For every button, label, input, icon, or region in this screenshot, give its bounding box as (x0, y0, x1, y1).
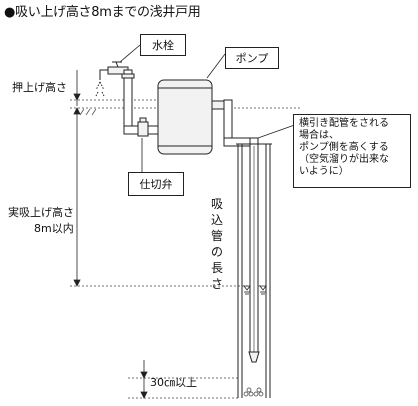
note-line: いように） (299, 166, 349, 177)
faucet-label: 水栓 (140, 34, 186, 56)
arrow-down-icon (73, 93, 81, 101)
pipe-length-label: 吸 込 管 の 長 さ (210, 196, 224, 292)
suction-height-label: 実吸上げ高さ (8, 206, 74, 219)
well-bottom-gravel (243, 387, 264, 397)
pipe-length-char: 吸 (210, 197, 223, 211)
horizontal-piping-note: 横引き配管をされる 場合は、 ポンプ側を高くする （空気溜りが出来な いように） (293, 114, 411, 188)
valve-label: 仕切弁 (128, 172, 184, 196)
suction-height-limit: 8m以内 (34, 222, 74, 235)
arrow-down-icon (140, 391, 148, 399)
note-line: 場合は、 (299, 130, 339, 141)
note-line: ポンプ側を高くする (299, 142, 389, 153)
arrow-down-icon (140, 371, 148, 379)
foot-valve (248, 351, 260, 363)
pipe-length-char: 込 (210, 213, 223, 227)
pipe-length-char: さ (210, 277, 223, 291)
pump-label: ポンプ (225, 47, 279, 69)
push-height-label: 押上げ高さ (12, 81, 67, 94)
gate-valve (137, 121, 149, 137)
pump-body (157, 79, 213, 155)
pipe-length-char: の (210, 245, 223, 259)
faucet (95, 61, 129, 97)
note-line: （空気溜りが出来な (299, 154, 389, 165)
page-title: ●吸い上げ高さ8mまでの浅井戸用 (4, 5, 201, 20)
pipe-length-char: 管 (210, 229, 223, 243)
dimension-arrows (73, 70, 148, 399)
discharge-pipe (121, 69, 159, 137)
arrow-down-icon (73, 279, 81, 287)
water-drip-icon (95, 81, 105, 97)
water-level-symbols (243, 285, 267, 295)
well-casing (236, 143, 272, 398)
note-line: 横引き配管をされる (299, 118, 389, 129)
ground-hatch (79, 108, 97, 116)
clearance-label: 30㎝以上 (150, 376, 197, 389)
pipe-length-char: 長 (210, 261, 223, 275)
